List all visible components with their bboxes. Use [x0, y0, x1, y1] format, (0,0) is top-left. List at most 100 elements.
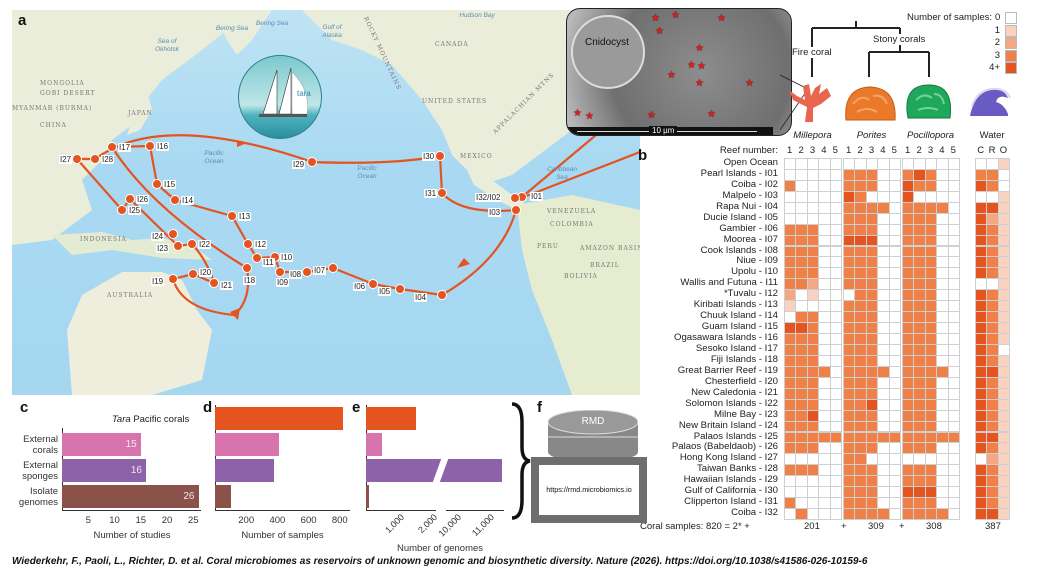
reef-marker[interactable]	[145, 141, 155, 151]
reef-marker[interactable]	[125, 194, 135, 204]
reef-marker[interactable]	[307, 157, 317, 167]
reef-marker[interactable]	[328, 263, 338, 273]
reef-marker[interactable]	[437, 290, 447, 300]
reef-label: I26	[136, 195, 150, 204]
reef-marker[interactable]	[188, 269, 198, 279]
x-tick-label: 600	[300, 515, 317, 526]
total-pocillopora: 308	[926, 521, 942, 533]
database-url[interactable]: https://rmd.microbiomics.io	[546, 485, 632, 494]
star-icon: ★	[745, 78, 754, 89]
reef-marker[interactable]	[107, 142, 117, 152]
column-label: 4	[821, 145, 827, 156]
reef-label: I31	[424, 189, 438, 198]
reef-label: I25	[128, 206, 142, 215]
land-australia	[67, 272, 212, 395]
bar-samples	[215, 485, 231, 508]
reef-marker[interactable]	[170, 195, 180, 205]
legend-swatch	[1005, 24, 1017, 37]
bar-value-label: 26	[183, 491, 195, 502]
reef-marker[interactable]	[437, 188, 447, 198]
star-icon: ★	[717, 13, 726, 24]
x-tick-label: 15	[135, 515, 147, 526]
country-label: JAPAN	[128, 110, 153, 117]
row-label: Niue - I09	[736, 255, 778, 267]
heatmap-cell	[829, 508, 842, 520]
reef-marker[interactable]	[168, 274, 178, 284]
reef-marker[interactable]	[152, 179, 162, 189]
reef-marker[interactable]	[227, 211, 237, 221]
column-label: 3	[868, 145, 875, 156]
bar-genomes	[366, 485, 369, 508]
database-name: RMD	[581, 416, 605, 427]
column-label: R	[988, 145, 996, 156]
row-label: Ogasawara Islands - I16	[674, 332, 778, 344]
reef-marker[interactable]	[302, 267, 312, 277]
column-label: C	[977, 145, 985, 156]
reef-marker[interactable]	[209, 278, 219, 288]
bar-value-label: 15	[125, 439, 137, 450]
row-label: Hong Kong Island - I27	[679, 452, 778, 464]
reef-label: I17	[118, 143, 132, 152]
reef-marker[interactable]	[270, 252, 280, 262]
reef-marker[interactable]	[90, 154, 100, 164]
land-japan	[127, 90, 152, 135]
ocean-label: Bering Sea	[215, 25, 249, 32]
total-plus1: +	[841, 521, 847, 533]
reef-marker[interactable]	[187, 239, 197, 249]
row-label: Solomon Islands - I22	[685, 397, 778, 409]
column-label: 5	[832, 145, 838, 156]
reef-marker[interactable]	[243, 239, 253, 249]
reef-marker[interactable]	[435, 151, 445, 161]
reef-label: I27	[59, 155, 73, 164]
country-label: CHINA	[40, 122, 67, 129]
bar-studies	[62, 485, 199, 508]
group-label-pocillopora: Pocillopora	[907, 130, 954, 141]
reef-label: I28	[101, 155, 115, 164]
bar-studies	[62, 433, 141, 456]
reef-marker[interactable]	[173, 241, 183, 251]
route-segment	[441, 209, 518, 296]
legend-level-label: 0	[995, 12, 1001, 23]
ocean-label: Pacific Ocean	[204, 150, 224, 165]
row-label: Great Barrier Reef - I19	[677, 364, 778, 376]
reef-label: I11	[262, 258, 275, 267]
star-icon: ★	[647, 110, 656, 121]
reef-marker[interactable]	[510, 193, 520, 203]
row-label: Coiba - I32	[731, 507, 778, 519]
reef-marker[interactable]	[72, 154, 82, 164]
reef-marker[interactable]	[511, 205, 521, 215]
reef-label: I23	[156, 244, 170, 253]
route-segment	[521, 129, 603, 198]
fire-coral-label: Fire coral	[792, 47, 832, 58]
star-icon: ★	[687, 60, 696, 71]
svg-text:tara: tara	[297, 89, 311, 98]
total-porites: 309	[868, 521, 884, 533]
row-label: Chuuk Island - I14	[700, 310, 778, 322]
heatmap-cell	[947, 508, 960, 520]
reef-marker[interactable]	[242, 263, 252, 273]
reef-marker[interactable]	[395, 284, 405, 294]
route-segment	[523, 150, 640, 199]
row-label: Ducie Island - I05	[703, 211, 778, 223]
panel-label-e: e	[352, 399, 361, 416]
star-icon: ★	[697, 61, 706, 72]
reef-marker[interactable]	[168, 229, 178, 239]
reef-label: I06	[353, 282, 367, 291]
country-label: AMAZON BASIN	[580, 245, 640, 252]
reef-marker[interactable]	[252, 253, 262, 263]
reef-marker[interactable]	[368, 279, 378, 289]
star-icon: ★	[695, 78, 704, 89]
monitor: https://rmd.microbiomics.io	[531, 457, 647, 523]
scale-bar-label: 10 µm	[649, 126, 678, 135]
star-icon: ★	[573, 108, 582, 119]
x-tick-label: 10	[109, 515, 120, 526]
reef-marker[interactable]	[275, 267, 285, 277]
reef-marker[interactable]	[117, 205, 127, 215]
category-label: Isolate genomes	[18, 486, 58, 508]
database-icon: RMD	[547, 409, 639, 462]
bar-genomes	[366, 459, 502, 482]
star-icon: ★	[707, 109, 716, 120]
panel-label-f: f	[537, 399, 542, 416]
